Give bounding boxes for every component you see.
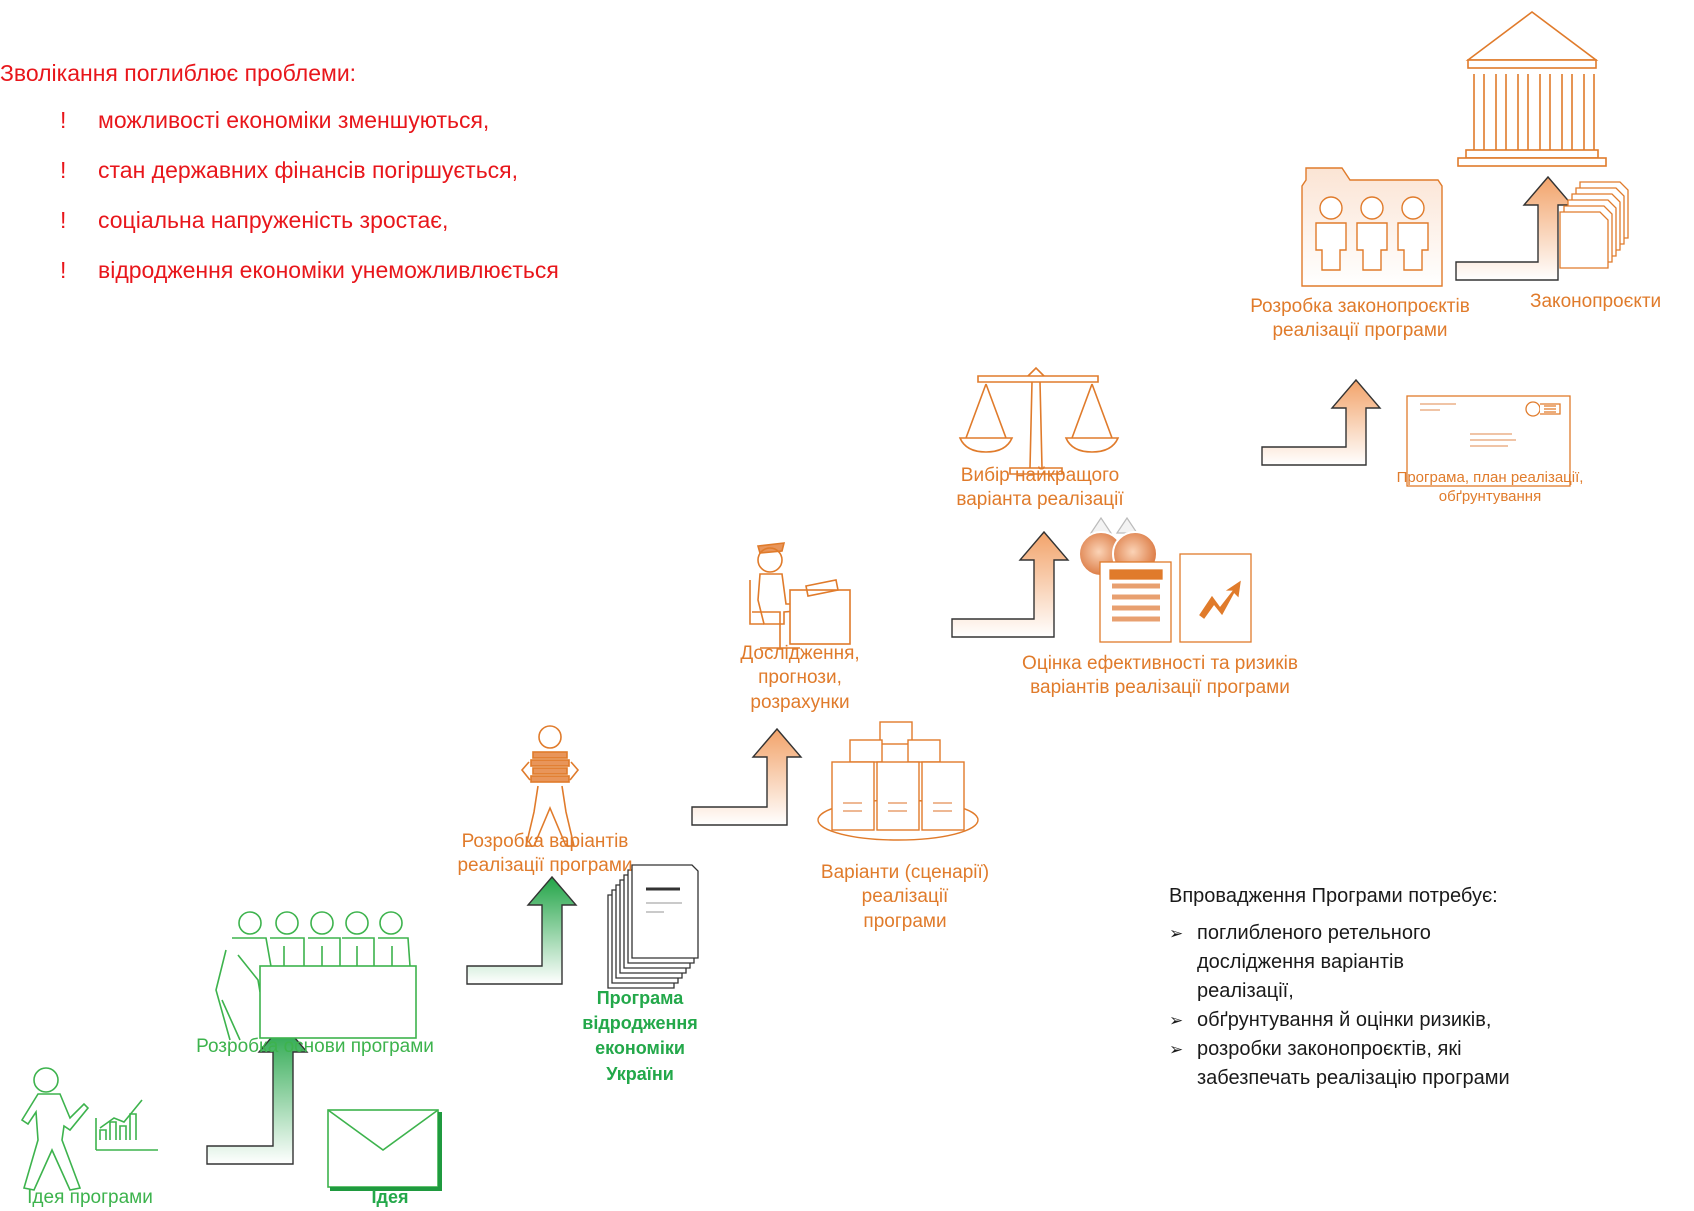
exclamation-bullet: ! <box>60 107 67 133</box>
problems-title: Зволікання поглиблює проблеми: <box>0 60 357 86</box>
meeting-group-icon <box>215 911 417 1041</box>
problems-list: !можливості економіки зменшуються, !стан… <box>60 107 559 307</box>
calculator-icon <box>1099 561 1172 643</box>
bill-team-icon <box>1301 167 1443 287</box>
step-research-label: Дослідження, прогнози, розрахунки <box>740 643 860 713</box>
bills-document-icon <box>1559 181 1629 269</box>
step-bills-label: Розробка законопроєктів реалізації прогр… <box>1250 296 1470 342</box>
requirement-item: ➢поглибленого ретельного дослідження вар… <box>1169 919 1649 1006</box>
arrow-step-4 <box>951 530 1070 638</box>
bills-label: Законопроєкти <box>1530 291 1662 312</box>
problem-item: !можливості економіки зменшуються, <box>60 107 490 133</box>
program-doc-label: Програма відродження економіки України <box>582 988 698 1084</box>
program-document-icon <box>607 864 699 989</box>
step-idea-label: Ідея програми <box>27 1187 153 1208</box>
problem-item: !соціальна напруженість зростає, <box>60 207 449 233</box>
arrow-step-6 <box>1455 175 1574 281</box>
arrow-bullet-icon: ➢ <box>1169 1011 1184 1030</box>
exclamation-bullet: ! <box>60 157 67 183</box>
requirement-item: ➢обґрунтування й оцінки ризиків, <box>1169 1006 1649 1035</box>
plan-envelope-icon <box>1406 395 1571 487</box>
researcher-icon <box>749 542 851 649</box>
scenarios-label: Варіанти (сценарії) реалізації програми <box>820 862 990 932</box>
arrow-step-2 <box>466 875 578 985</box>
step-best-choice-label: Вибір найкращого варіанта реалізації <box>956 465 1124 511</box>
scenarios-icon <box>817 721 979 841</box>
idea-envelope-icon <box>327 1109 442 1191</box>
idea-person-icon <box>20 1067 158 1191</box>
growth-chart-icon <box>1179 553 1252 643</box>
exclamation-bullet: ! <box>60 257 67 283</box>
problem-item: !стан державних фінансів погіршується, <box>60 157 519 183</box>
plan-doc-label: Програма, план реалізації, обґрунтування <box>1396 469 1584 506</box>
arrow-step-3 <box>691 727 803 826</box>
arrow-step-5 <box>1261 378 1382 466</box>
requirements-list: ➢поглибленого ретельного дослідження вар… <box>1169 919 1649 1093</box>
evaluation-label: Оцінка ефективності та ризиків варіантів… <box>1022 653 1298 699</box>
parliament-icon <box>1457 11 1607 167</box>
exclamation-bullet: ! <box>60 207 67 233</box>
person-with-books-icon <box>520 725 580 847</box>
requirement-item: ➢розробки законопроєктів, які забезпечат… <box>1169 1035 1649 1093</box>
requirements-title: Впровадження Програми потребує: <box>1169 885 1498 907</box>
idea-doc-label: Ідея <box>371 1187 409 1207</box>
step-basis-label: Розробка основи програми <box>196 1036 434 1057</box>
arrow-bullet-icon: ➢ <box>1169 924 1184 943</box>
arrow-bullet-icon: ➢ <box>1169 1040 1184 1059</box>
scales-icon <box>958 366 1120 475</box>
problem-item: !відродження економіки унеможливлюється <box>60 257 559 283</box>
step-variants-label: Розробка варіантів реалізації програми <box>457 831 633 877</box>
